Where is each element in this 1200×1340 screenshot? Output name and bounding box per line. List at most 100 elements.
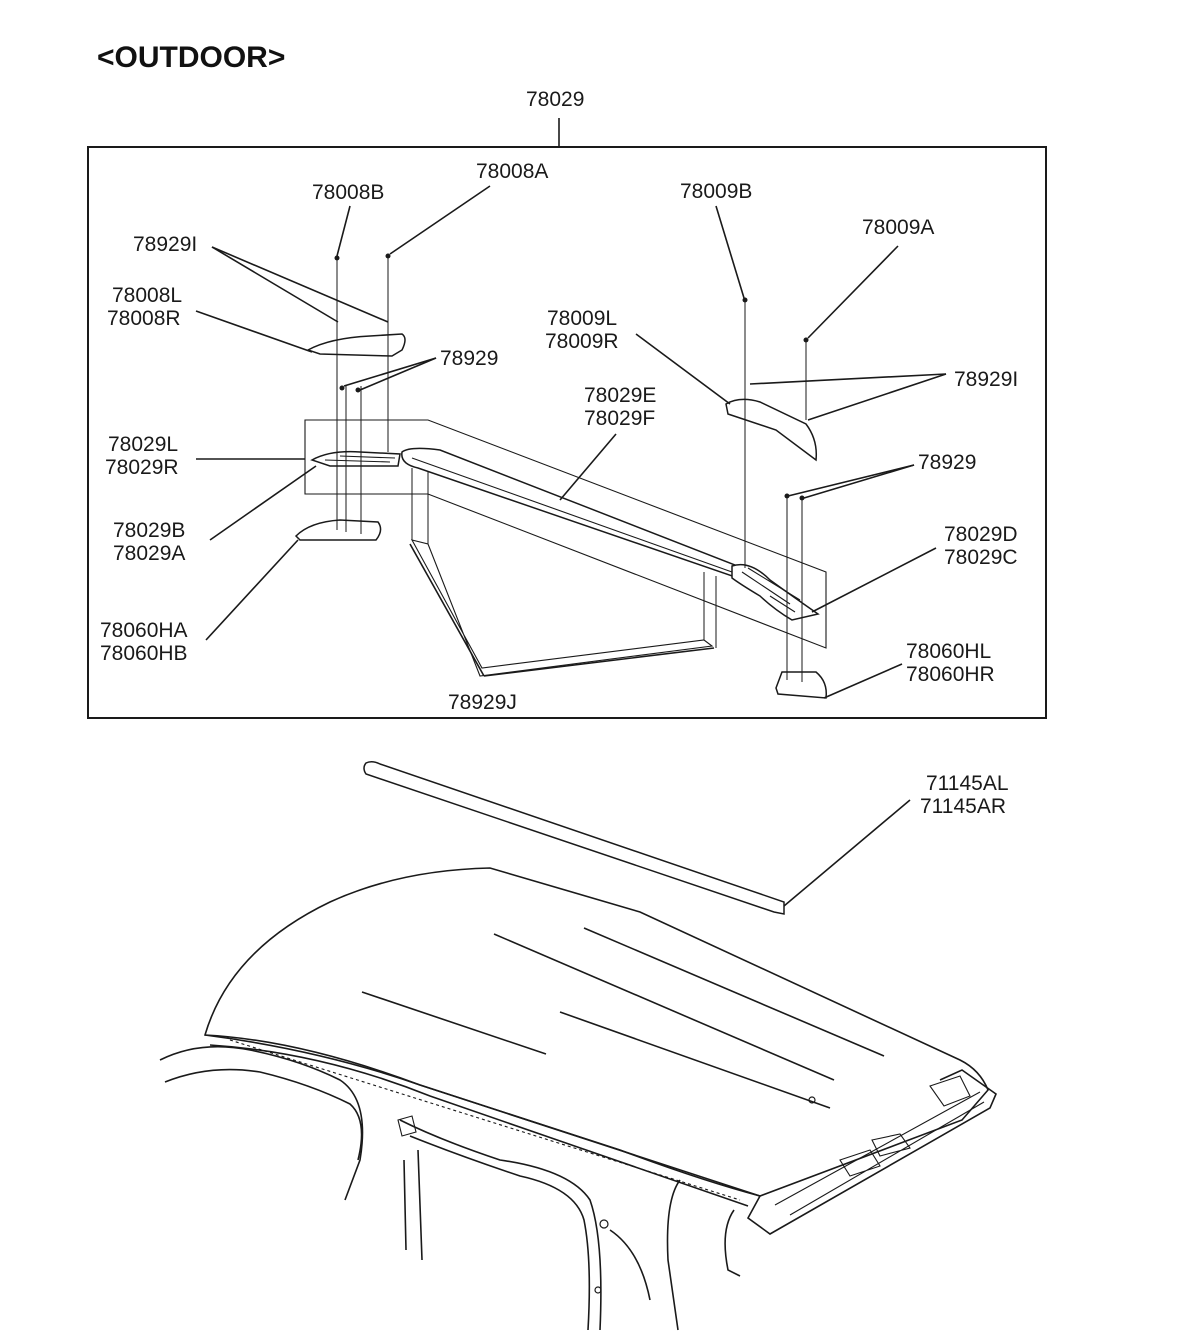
front-cover-78008L bbox=[306, 333, 406, 357]
rear-header bbox=[746, 1069, 997, 1235]
leader-lines bbox=[195, 185, 947, 699]
leader-78929-top-1 bbox=[343, 357, 437, 387]
label-78008B: 78008B bbox=[312, 181, 384, 204]
leader-78929-top-2 bbox=[359, 357, 437, 391]
front-base-pad-78029B bbox=[294, 519, 382, 541]
screw-78009B bbox=[742, 297, 748, 303]
leader-78009B bbox=[715, 205, 745, 299]
label-71145AR: 71145AR bbox=[920, 795, 1006, 818]
label-78029C: 78029C bbox=[944, 546, 1018, 569]
label-78008R: 78008R bbox=[107, 307, 181, 330]
c-pillar bbox=[666, 1179, 681, 1331]
b-pillar-inner bbox=[409, 1135, 591, 1331]
roof-drip-rail bbox=[209, 1044, 749, 1207]
roof-side-edge bbox=[204, 1034, 761, 1197]
leader-78929I-left-2 bbox=[211, 246, 389, 323]
leader-78929J-1 bbox=[409, 543, 485, 677]
roof-rack-assembly bbox=[294, 253, 828, 699]
label-78029L: 78029L bbox=[108, 433, 178, 456]
label-78929-top: 78929 bbox=[440, 347, 498, 370]
leader-78929I-right-2 bbox=[807, 373, 947, 421]
b-pillar bbox=[399, 1119, 602, 1331]
label-78009A: 78009A bbox=[862, 216, 934, 239]
label-78029F: 78029F bbox=[584, 407, 655, 430]
label-78060HA: 78060HA bbox=[100, 619, 188, 642]
label-78929I-left: 78929I bbox=[133, 233, 197, 256]
label-78009R: 78009R bbox=[545, 330, 619, 353]
leader-78060HL bbox=[823, 663, 903, 699]
rear-header-bracket bbox=[929, 1075, 971, 1107]
clip-78929-front-2 bbox=[355, 387, 361, 393]
rear-door-edge bbox=[609, 1229, 651, 1301]
rear-end-cap-78029D bbox=[731, 563, 820, 621]
body-hole-1 bbox=[599, 1219, 609, 1229]
roof-rib-1 bbox=[493, 933, 835, 1081]
rail-center-line bbox=[411, 457, 733, 573]
roof-panel bbox=[203, 867, 989, 1197]
clip-78929-front bbox=[339, 385, 345, 391]
leader-78009L bbox=[635, 333, 731, 405]
label-78029B: 78029B bbox=[113, 519, 185, 542]
label-78029R: 78029R bbox=[105, 456, 179, 479]
roof-drip-weld bbox=[229, 1039, 741, 1201]
leader-78929-right-1 bbox=[787, 464, 915, 497]
roof-moulding-71145AL bbox=[363, 760, 785, 915]
pillar-clip bbox=[397, 1115, 417, 1137]
label-78929I-right: 78929I bbox=[954, 368, 1018, 391]
front-pillar-a-inner bbox=[164, 1068, 363, 1161]
front-cap-ribs bbox=[324, 455, 396, 463]
screw-78009A bbox=[803, 337, 809, 343]
label-78029E: 78029E bbox=[584, 384, 656, 407]
roof-rib-2 bbox=[583, 927, 885, 1057]
leader-78929-right-2 bbox=[803, 464, 915, 499]
leader-71145AL bbox=[783, 799, 911, 907]
rear-cap-ribs bbox=[741, 567, 801, 613]
leader-78008B bbox=[336, 205, 351, 257]
leader-78029B bbox=[209, 465, 317, 541]
label-78008L: 78008L bbox=[112, 284, 182, 307]
label-78060HR: 78060HR bbox=[906, 663, 995, 686]
label-78060HL: 78060HL bbox=[906, 640, 991, 663]
leader-78008A bbox=[389, 185, 491, 255]
front-pillar-a bbox=[159, 1045, 364, 1201]
leader-78929I-left-1 bbox=[211, 246, 339, 323]
center-bracket-78929J bbox=[410, 539, 714, 677]
label-78029: 78029 bbox=[526, 88, 584, 111]
rear-header-details bbox=[774, 1091, 985, 1216]
label-78060HB: 78060HB bbox=[100, 642, 188, 665]
roof-rib-4 bbox=[559, 1011, 831, 1109]
label-71145AL: 71145AL bbox=[926, 772, 1009, 795]
label-78009B: 78009B bbox=[680, 180, 752, 203]
rear-base-pad-78060HL bbox=[775, 671, 828, 699]
b-pillar-lower bbox=[403, 1149, 423, 1261]
rail-outline-band bbox=[304, 419, 827, 649]
leader-78029D bbox=[811, 547, 937, 613]
clip-78929-rear-2 bbox=[799, 495, 805, 501]
roof-hole bbox=[808, 1096, 816, 1104]
screw-78008A bbox=[385, 253, 391, 259]
roof-rib-3 bbox=[361, 991, 547, 1055]
leader-78009A bbox=[807, 245, 899, 339]
label-78929-right: 78929 bbox=[918, 451, 976, 474]
front-end-cap-78029L bbox=[310, 450, 401, 467]
label-78029D: 78029D bbox=[944, 523, 1018, 546]
label-78009L: 78009L bbox=[547, 307, 617, 330]
roof-drawing: 71145AL 71145AR bbox=[159, 760, 1009, 1331]
leader-78060HA bbox=[205, 539, 299, 641]
leader-78008L bbox=[195, 310, 313, 353]
clip-78929-rear bbox=[784, 493, 790, 499]
screw-78008B bbox=[334, 255, 340, 261]
leader-78929I-right-1 bbox=[749, 373, 947, 385]
body-hole-2 bbox=[594, 1286, 602, 1294]
leader-78029E bbox=[559, 433, 617, 501]
rear-cover-78009L bbox=[725, 398, 818, 462]
diagram-title: <OUTDOOR> bbox=[97, 41, 285, 74]
rear-pillar-edge bbox=[724, 1209, 741, 1277]
label-78008A: 78008A bbox=[476, 160, 548, 183]
assembly-frame bbox=[87, 146, 1047, 719]
label-78029A: 78029A bbox=[113, 542, 185, 565]
side-rail-78029E bbox=[401, 447, 741, 579]
label-78929J: 78929J bbox=[448, 691, 517, 714]
leader-78929J-2 bbox=[483, 647, 715, 677]
